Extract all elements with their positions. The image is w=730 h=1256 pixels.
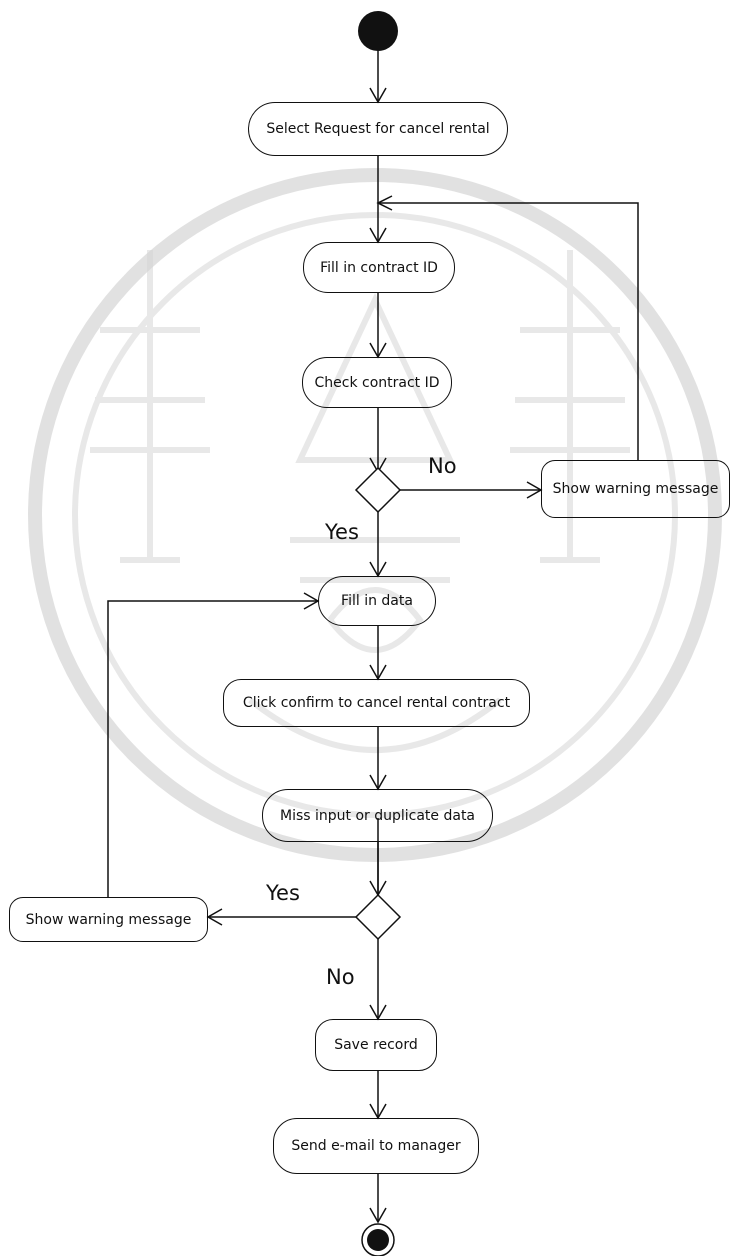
guard-no-input: No [326,965,355,989]
activity-miss-input: Miss input or duplicate data [262,789,493,842]
activity-show-warning-right: Show warning message [541,460,730,518]
activity-send-email: Send e-mail to manager [273,1118,479,1174]
activity-save-record: Save record [315,1019,437,1071]
guard-yes-input: Yes [266,881,300,905]
end-node-core [367,1229,389,1251]
guard-no-contract: No [428,454,457,478]
guard-yes-contract: Yes [325,520,359,544]
activity-show-warning-left: Show warning message [9,897,208,942]
decision-input-valid [354,893,402,941]
activity-check-contract-id: Check contract ID [302,357,452,408]
decision-contract-valid [354,466,402,514]
start-node [358,11,398,51]
activity-fill-data: Fill in data [318,576,436,626]
activity-fill-contract-id: Fill in contract ID [303,242,455,293]
activity-select-request: Select Request for cancel rental [248,102,508,156]
activity-click-confirm: Click confirm to cancel rental contract [223,679,530,727]
